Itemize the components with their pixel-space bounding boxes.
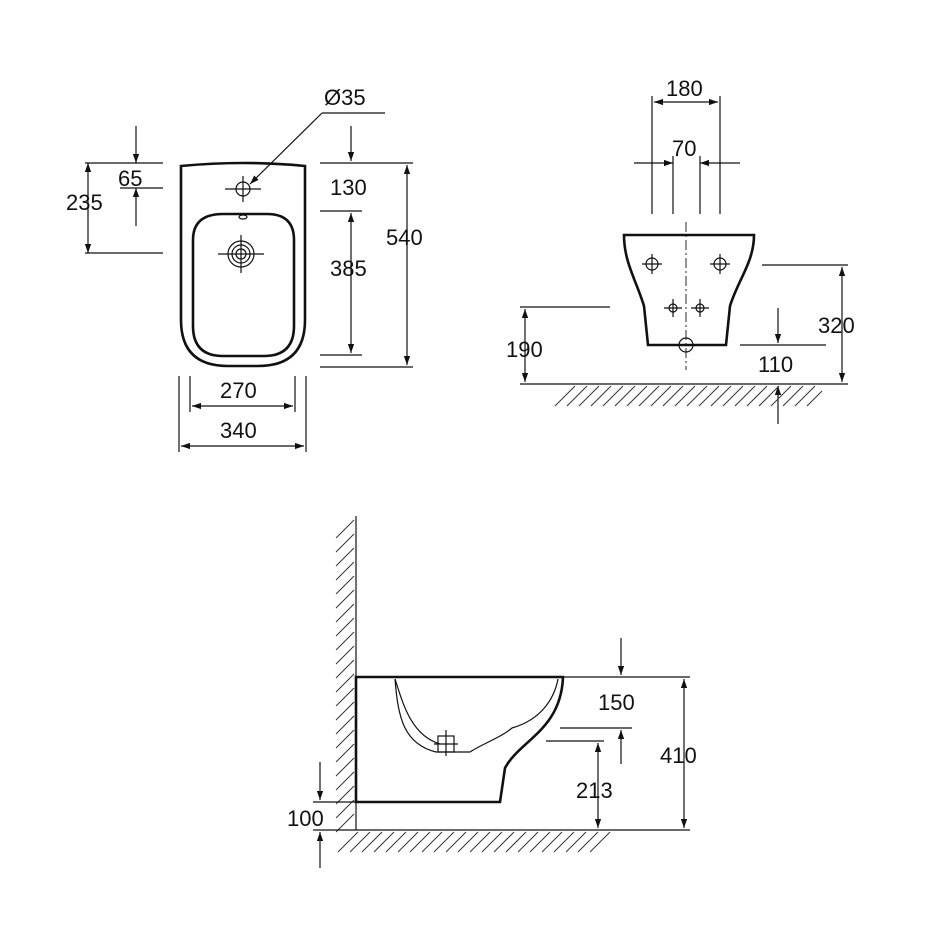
leader-d35-arrow: [249, 112, 323, 185]
top-view: Ø35 65 235 130 385 540 270 340: [66, 85, 423, 452]
dim-label-410: 410: [660, 743, 697, 768]
water-inlet-left-icon: [664, 299, 682, 317]
waste-outlet-icon: [675, 337, 697, 353]
dim-label-270: 270: [220, 378, 257, 403]
dim-label-180: 180: [666, 76, 703, 101]
dim-label-150: 150: [598, 690, 635, 715]
side-view: 150 410 213 100: [287, 516, 697, 868]
water-inlet-right-icon: [691, 299, 709, 317]
overflow-icon: [238, 214, 248, 220]
dim-label-190: 190: [506, 337, 543, 362]
dim-label-d35: Ø35: [324, 85, 366, 110]
dim-label-65: 65: [118, 166, 142, 191]
rear-view: 180 70 190 320 110: [506, 76, 855, 424]
mount-hole-left-icon: [642, 254, 662, 274]
dim-label-385: 385: [330, 256, 367, 281]
drain-icon: [218, 235, 264, 273]
wall-hatch: [335, 519, 355, 833]
bidet-outline-side: [354, 675, 565, 804]
floor-hatch-side: [337, 831, 611, 853]
dim-label-110: 110: [758, 352, 793, 377]
bowl-outline-top: [191, 212, 296, 358]
dim-label-235: 235: [66, 190, 103, 215]
dim-label-213: 213: [576, 778, 613, 803]
dim-label-100: 100: [287, 806, 324, 831]
dim-label-340: 340: [220, 418, 257, 443]
bowl-back-side: [394, 678, 441, 745]
waste-fitting-icon: [434, 730, 458, 756]
bidet-outline-top: [179, 161, 307, 368]
bowl-outline-side: [394, 678, 559, 753]
floor-hatch-rear: [554, 385, 823, 407]
mount-hole-right-icon: [710, 254, 730, 274]
dim-label-130: 130: [330, 175, 367, 200]
dim-label-540: 540: [386, 225, 423, 250]
tap-hole-icon: [225, 176, 261, 202]
dim-label-70: 70: [672, 136, 696, 161]
dim-label-320: 320: [818, 313, 855, 338]
bidet-outline-rear: [622, 233, 756, 347]
